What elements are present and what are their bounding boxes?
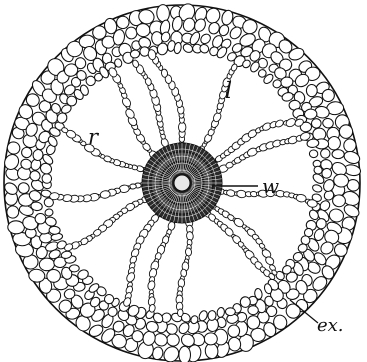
cortex-cell	[306, 84, 317, 97]
cortex-cell	[248, 305, 259, 315]
label-lacuna: l	[225, 79, 232, 104]
cortex-cell	[339, 125, 352, 139]
cortex-cell	[39, 233, 52, 243]
cortex-cell	[343, 138, 356, 152]
central-stele	[142, 143, 222, 223]
cortex-cell	[311, 118, 322, 128]
cortex-cell	[208, 310, 217, 321]
cortex-cell	[47, 269, 61, 282]
strand-cell	[185, 248, 192, 257]
label-center: w	[262, 174, 279, 198]
strand-cell	[178, 122, 185, 132]
cortex-cell	[247, 316, 260, 330]
cortex-cell	[204, 333, 218, 346]
cortex-cell	[309, 149, 318, 158]
cortex-cell	[39, 258, 55, 271]
label-outer: ex.	[317, 315, 344, 336]
cortex-cell	[49, 226, 60, 235]
pith-center	[174, 175, 190, 191]
cortex-cell	[7, 220, 24, 234]
cortex-cell	[240, 296, 251, 307]
cortex-cell	[179, 346, 191, 362]
cortex-cell	[225, 308, 235, 316]
cortex-cell	[332, 150, 344, 159]
cortex-cell	[156, 4, 169, 22]
cortex-cell	[320, 148, 330, 158]
strand-cell	[177, 309, 183, 317]
cortex-cell	[69, 265, 79, 272]
